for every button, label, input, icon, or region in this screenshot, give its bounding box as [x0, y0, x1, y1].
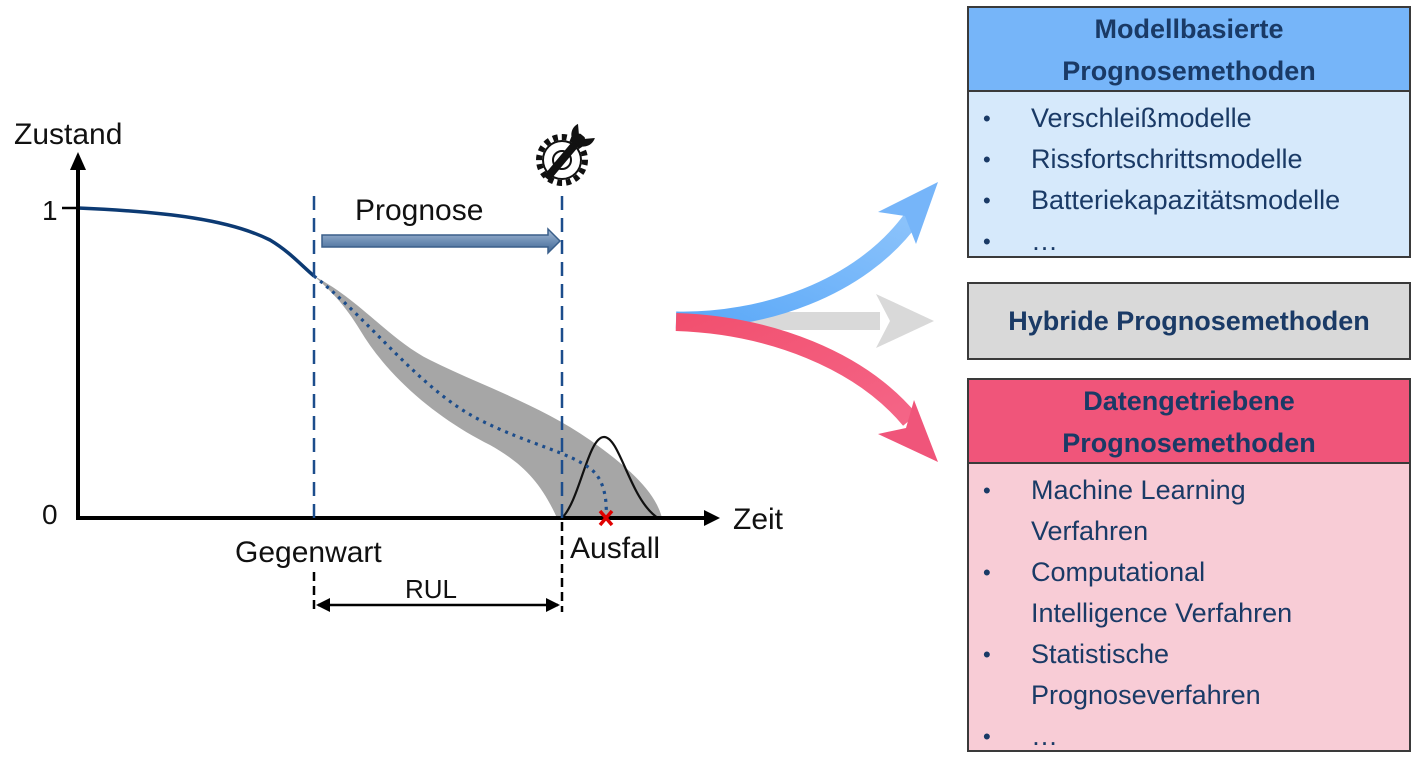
- bullet-icon: •: [983, 642, 991, 667]
- x-axis-label: Zeit: [733, 503, 784, 536]
- model-based-methods-box: Modellbasierte Prognosemethoden •Verschl…: [967, 6, 1411, 258]
- x-axis-arrowhead: [704, 510, 720, 526]
- degradation-curve: [77, 206, 316, 278]
- red-x-icon: [598, 509, 614, 527]
- arrow-to-data: [675, 313, 938, 462]
- y-tick-label-1: 1: [42, 195, 58, 226]
- bullet-icon: •: [983, 188, 991, 213]
- bullet-icon: •: [983, 724, 991, 749]
- failure-distribution: [561, 435, 659, 519]
- hybrid-methods-title: Hybride Prognosemethoden: [1008, 306, 1370, 336]
- rul-label: RUL: [405, 574, 457, 604]
- bullet-icon: •: [983, 229, 991, 254]
- y-tick-label-0: 0: [42, 499, 58, 530]
- rul-arrowhead-right: [546, 598, 560, 612]
- list-item: •…: [969, 221, 1409, 262]
- prognose-arrow: [321, 227, 562, 255]
- arrow-to-model: [675, 182, 938, 329]
- present-label: Gegenwart: [235, 536, 382, 569]
- y-axis-label: Zustand: [14, 118, 122, 151]
- data-driven-title-line2: Prognosemethoden: [1062, 428, 1316, 458]
- bullet-icon: •: [983, 478, 991, 503]
- list-item: •Verschleißmodelle: [969, 98, 1409, 139]
- hybrid-methods-box: Hybride Prognosemethoden: [967, 282, 1411, 360]
- failure-label: Ausfall: [570, 532, 660, 565]
- list-item: •…: [969, 716, 1409, 757]
- bullet-icon: •: [983, 147, 991, 172]
- prognose-label: Prognose: [355, 194, 483, 227]
- y-axis-arrowhead: [70, 152, 86, 170]
- data-driven-title-line1: Datengetriebene: [1083, 386, 1295, 416]
- model-based-methods-list: •Verschleißmodelle •Rissfortschrittsmode…: [969, 92, 1409, 262]
- data-driven-methods-box: Datengetriebene Prognosemethoden •Machin…: [967, 378, 1411, 752]
- model-based-methods-title: Modellbasierte Prognosemethoden: [969, 8, 1409, 92]
- rul-arrowhead-left: [316, 598, 330, 612]
- bullet-icon: •: [983, 560, 991, 585]
- wrench-gear-icon: [536, 123, 595, 186]
- bullet-icon: •: [983, 106, 991, 131]
- data-driven-methods-title: Datengetriebene Prognosemethoden: [969, 380, 1409, 464]
- list-item: •Batteriekapazitätsmodelle: [969, 180, 1409, 221]
- uncertainty-band: [314, 276, 662, 518]
- model-based-title-line1: Modellbasierte: [1094, 14, 1284, 44]
- model-based-title-line2: Prognosemethoden: [1062, 56, 1316, 86]
- list-item: •Rissfortschrittsmodelle: [969, 139, 1409, 180]
